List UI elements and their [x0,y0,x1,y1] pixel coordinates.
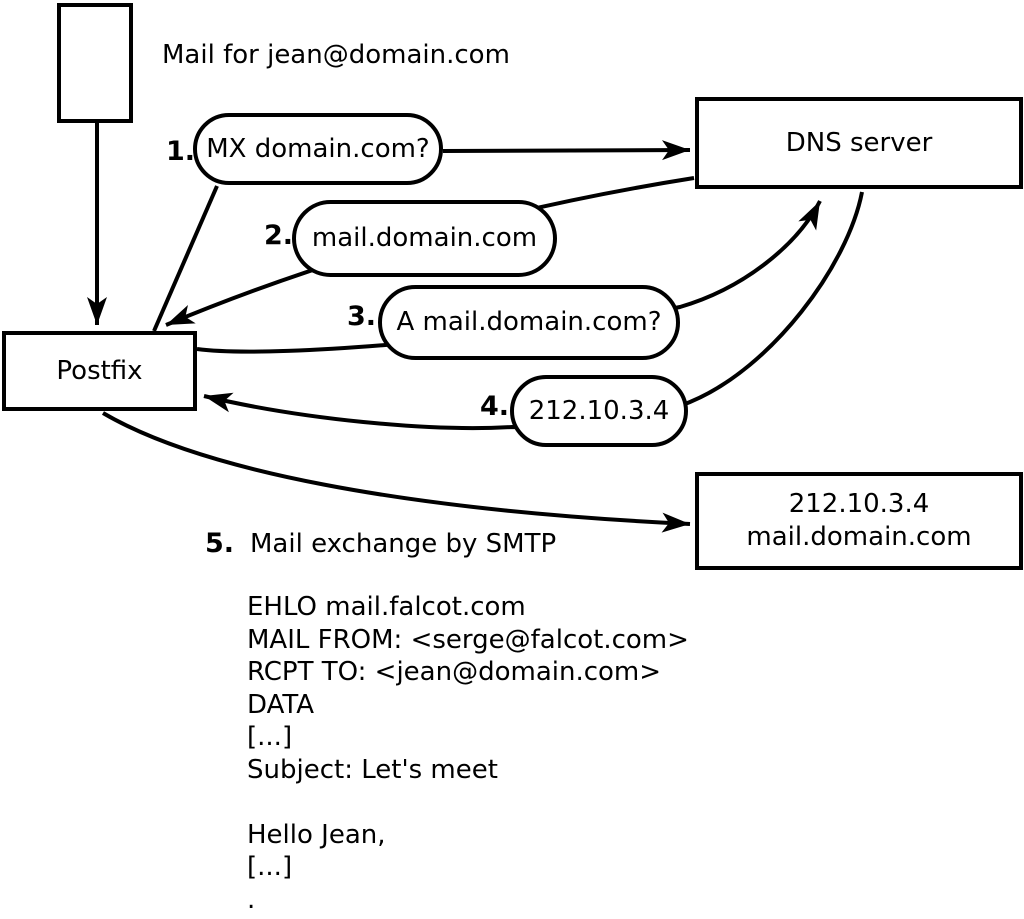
step-3-query-pill: A mail.domain.com? [378,285,680,360]
step-4-number: 4. [480,391,510,422]
mail-envelope-node [57,3,133,123]
postfix-label: Postfix [56,355,143,386]
step-1-query-label: MX domain.com? [206,133,430,164]
step-4-response-label: 212.10.3.4 [528,395,670,426]
dns-server-node: DNS server [695,97,1023,189]
postfix-node: Postfix [2,331,197,411]
step-1-query-pill: MX domain.com? [193,113,443,185]
step-4-response-pill: 212.10.3.4 [510,375,688,447]
step-2-number: 2. [264,220,294,251]
step-3-query-label: A mail.domain.com? [396,307,662,337]
step-2-response-pill: mail.domain.com [292,200,557,277]
line-postfix-to-query1 [152,185,219,332]
mail-caption: Mail for jean@domain.com [162,40,510,70]
step-5-label: Mail exchange by SMTP [250,529,557,559]
step-3-number: 3. [347,301,377,332]
step-1-number: 1. [166,136,196,167]
step-2-response-label: mail.domain.com [311,223,538,253]
destination-server-node: 212.10.3.4 mail.domain.com [695,472,1023,570]
dns-server-label: DNS server [785,127,933,158]
step-5-number: 5. [205,528,235,559]
arrow-postfix-smtp-to-mailserver [101,411,691,533]
destination-server-label: 212.10.3.4 mail.domain.com [746,489,972,552]
arrow-query1-to-dns [442,140,691,161]
smtp-session-transcript: EHLO mail.falcot.com MAIL FROM: <serge@f… [247,592,689,915]
